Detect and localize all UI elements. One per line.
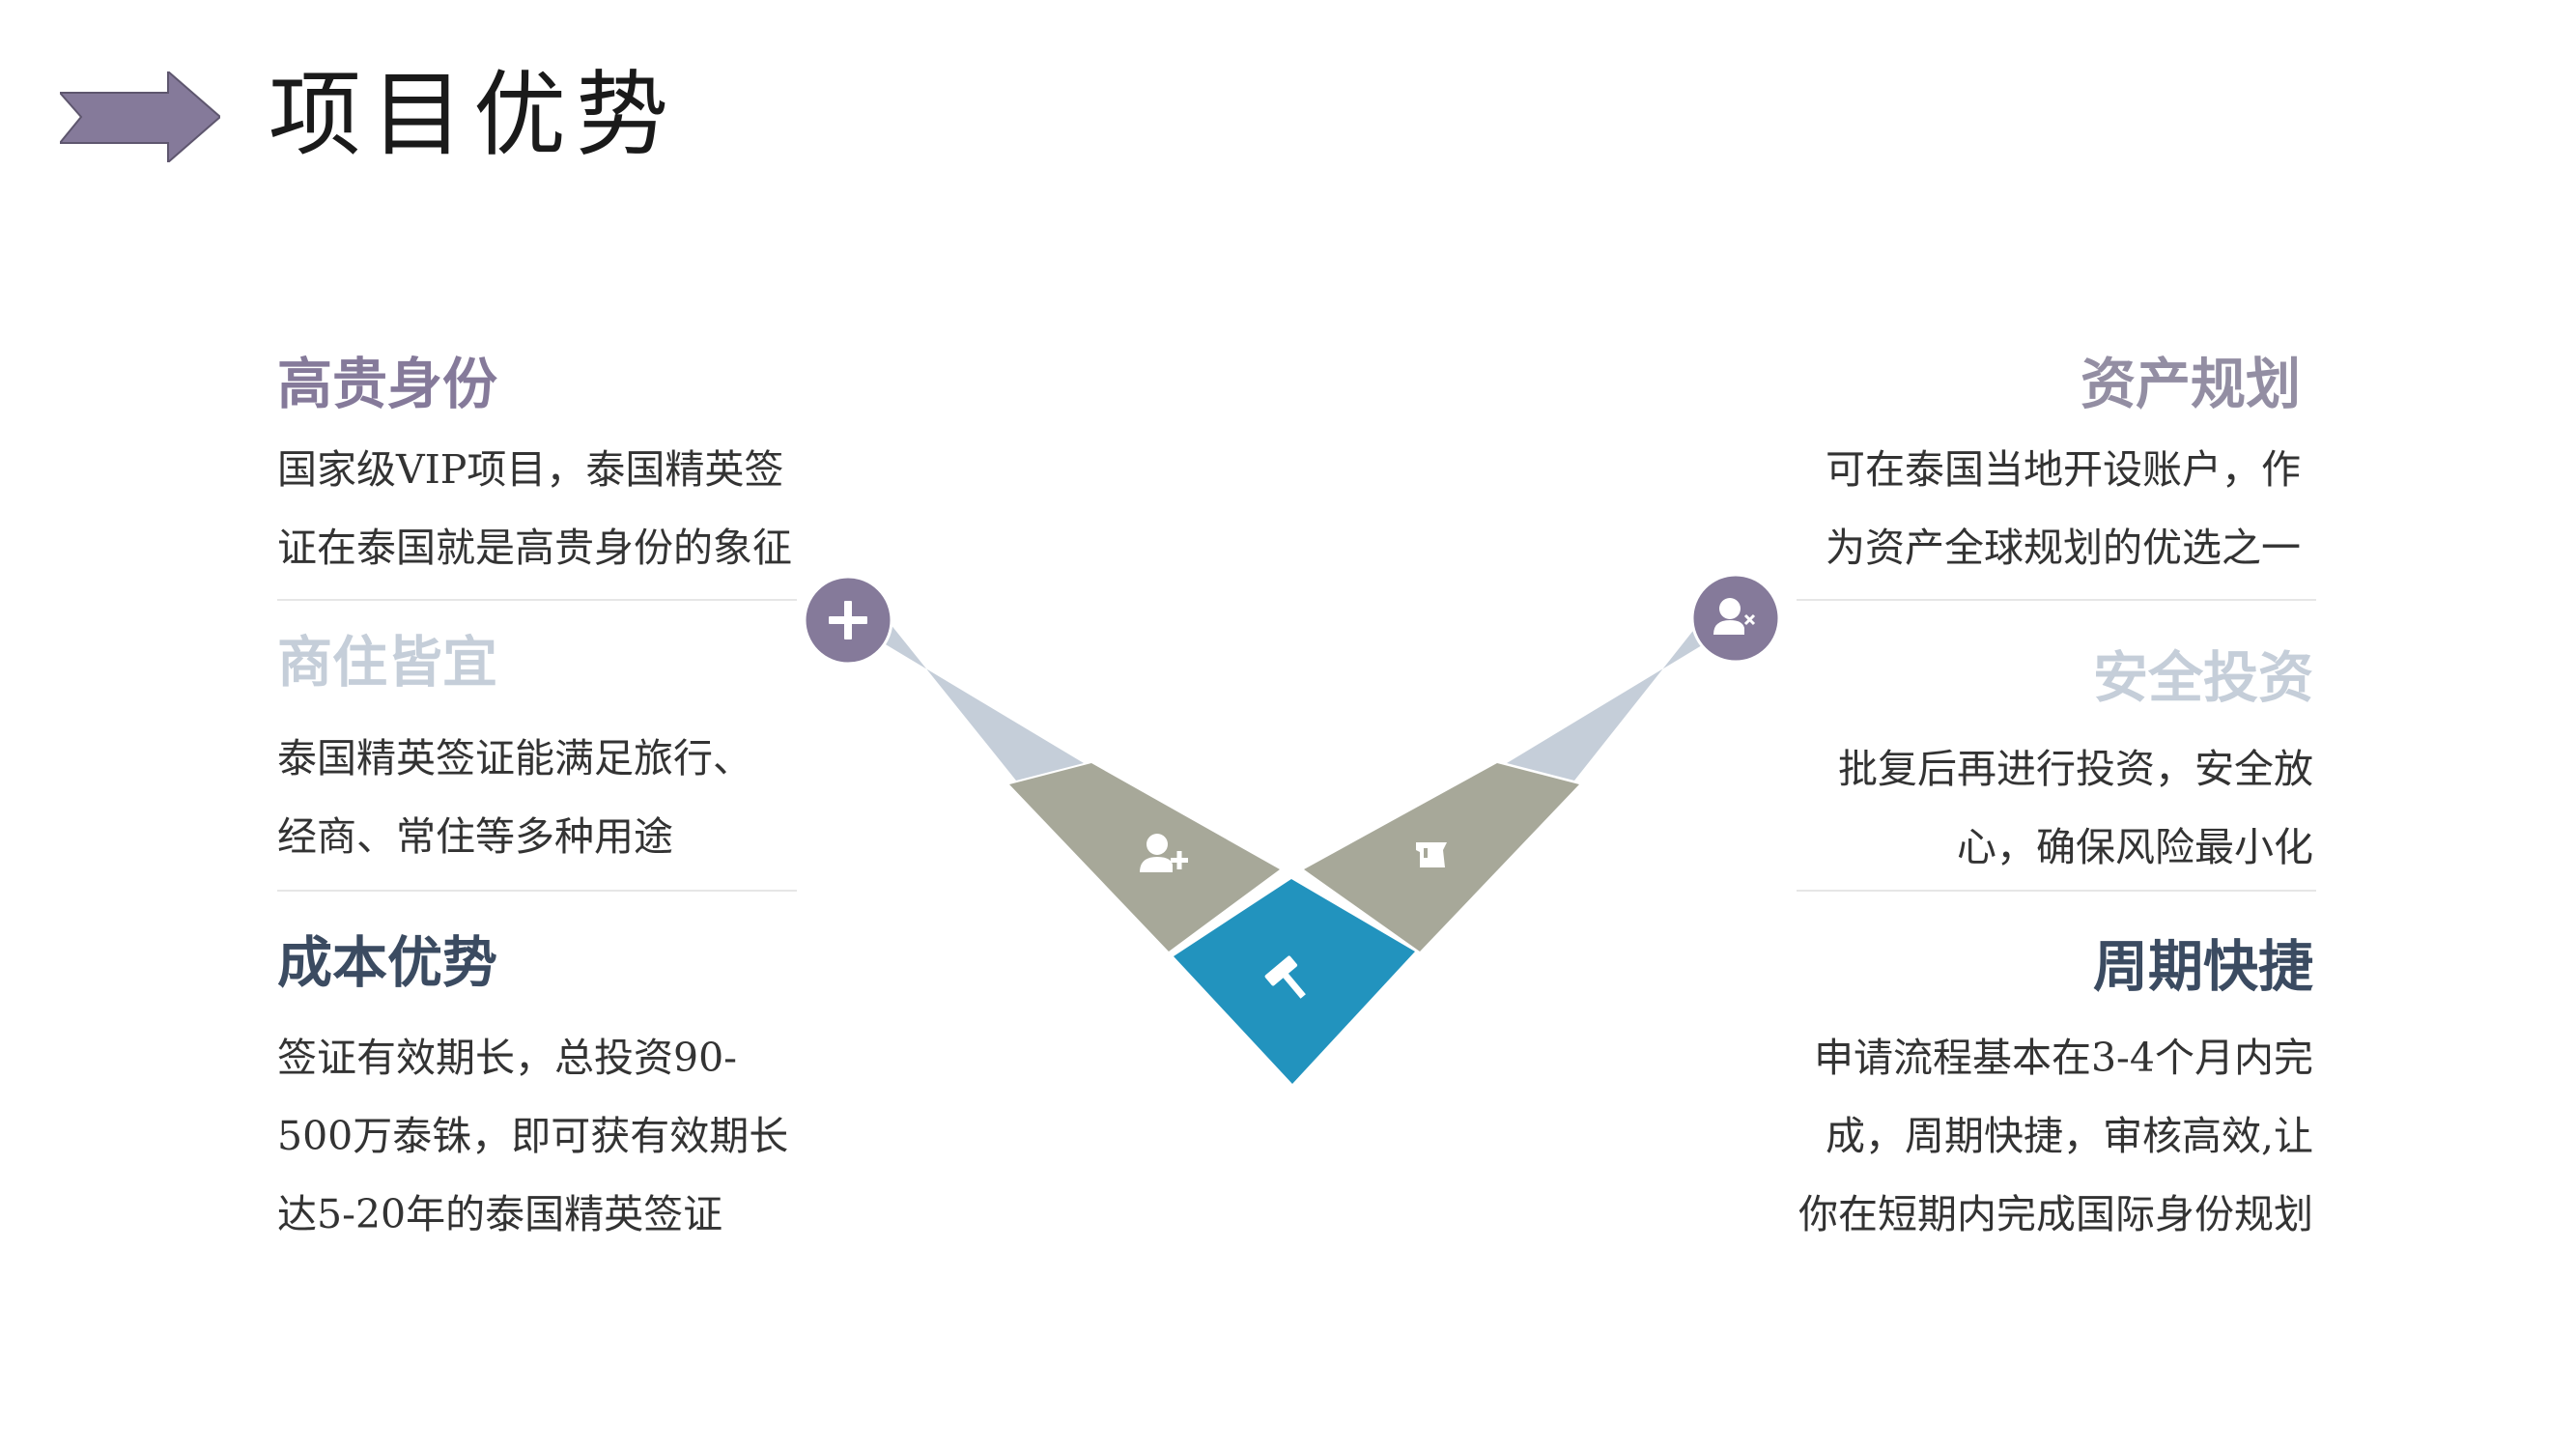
cycle-title: 周期快捷 — [2093, 935, 2313, 999]
left-gray-block — [1009, 763, 1280, 952]
identity-text: 国家级VIP项目，泰国精英签 证在泰国就是高贵身份的象征 — [277, 431, 792, 587]
right-divider-2 — [1797, 890, 2316, 892]
identity-line-2: 证在泰国就是高贵身份的象征 — [277, 525, 792, 571]
cost-line-2: 500万泰铢，即可获有效期长 — [277, 1113, 789, 1159]
hammer-icon — [1264, 955, 1306, 999]
business-line-1: 泰国精英签证能满足旅行、 — [277, 735, 752, 781]
cycle-line-3: 你在短期内完成国际身份规划 — [1798, 1191, 2313, 1237]
cycle-line-2: 成，周期快捷，审核高效,让 — [1825, 1113, 2313, 1159]
user-add-icon — [1140, 834, 1188, 872]
plus-icon — [829, 601, 867, 639]
page-title: 项目优势 — [269, 61, 678, 169]
left-divider-1 — [277, 599, 797, 601]
left-divider-2 — [277, 890, 797, 892]
cost-line-3: 达5-20年的泰国精英签证 — [277, 1191, 723, 1237]
assets-line-1: 可在泰国当地开设账户，作 — [1826, 446, 2301, 493]
investment-title: 安全投资 — [2093, 646, 2313, 710]
cost-line-1: 签证有效期长，总投资90- — [277, 1035, 738, 1081]
right-divider-1 — [1797, 599, 2316, 601]
investment-line-2: 心，确保风险最小化 — [1957, 824, 2313, 870]
investment-text: 批复后再进行投资，安全放 心，确保风险最小化 — [1838, 730, 2313, 887]
right-beam — [1507, 604, 1739, 781]
left-beam — [850, 604, 1084, 781]
right-circle-button — [1690, 573, 1781, 664]
assets-text: 可在泰国当地开设账户，作 为资产全球规划的优选之一 — [1826, 431, 2301, 587]
right-arrow-icon — [60, 71, 220, 162]
assets-line-2: 为资产全球规划的优选之一 — [1826, 525, 2301, 571]
document-icon — [1416, 842, 1447, 867]
left-circle-button — [803, 575, 893, 666]
identity-title: 高贵身份 — [277, 353, 497, 416]
user-remove-icon — [1713, 598, 1756, 635]
cost-text: 签证有效期长，总投资90- 500万泰铢，即可获有效期长 达5-20年的泰国精英… — [277, 1019, 788, 1254]
assets-title: 资产规划 — [2081, 353, 2301, 416]
cycle-text: 申请流程基本在3-4个月内完 成，周期快捷，审核高效,让 你在短期内完成国际身份… — [1798, 1019, 2313, 1254]
cycle-line-1: 申请流程基本在3-4个月内完 — [1813, 1035, 2313, 1081]
investment-line-1: 批复后再进行投资，安全放 — [1838, 746, 2313, 792]
business-line-2: 经商、常住等多种用途 — [277, 813, 673, 860]
business-text: 泰国精英签证能满足旅行、 经商、常住等多种用途 — [277, 720, 752, 876]
business-title: 商住皆宜 — [277, 631, 497, 695]
cost-title: 成本优势 — [277, 931, 497, 995]
identity-line-1: 国家级VIP项目，泰国精英签 — [277, 446, 784, 493]
